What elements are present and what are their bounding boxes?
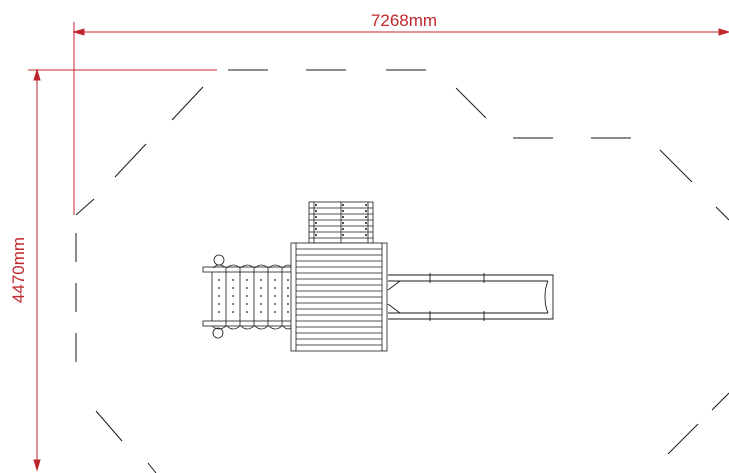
height-dimension — [28, 68, 217, 472]
net-anchor-top — [213, 254, 225, 266]
slide — [387, 273, 554, 321]
net-dots — [218, 279, 289, 313]
arrow-down-icon — [33, 459, 41, 472]
playhouse-deck — [290, 242, 388, 352]
height-dimension-label: 4470mm — [9, 237, 28, 303]
net-anchor-bottom — [212, 327, 224, 339]
arrow-up-icon — [33, 68, 41, 81]
deck-planks — [296, 248, 382, 346]
width-dimension — [72, 22, 729, 215]
climbing-net — [202, 254, 294, 339]
arrow-left-icon — [72, 28, 85, 36]
width-dimension-label: 7268mm — [371, 11, 437, 30]
ladder-rung-dots — [315, 204, 367, 236]
arrow-right-icon — [718, 28, 729, 36]
safety-zone-boundary — [75, 69, 729, 473]
ladder — [308, 201, 374, 244]
